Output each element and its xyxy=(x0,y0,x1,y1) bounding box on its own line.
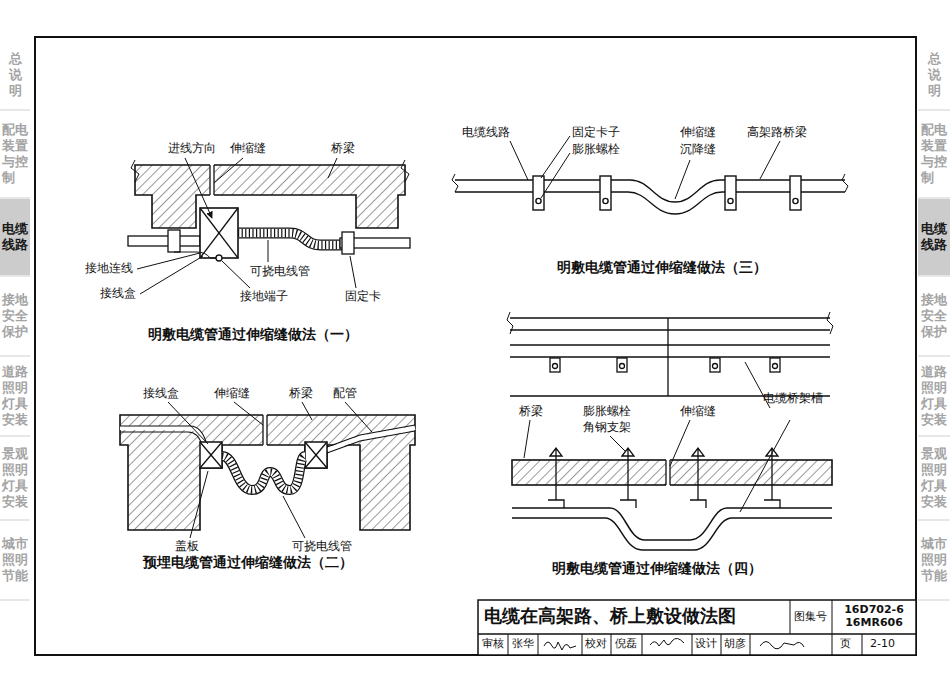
callout-label: 桥梁 xyxy=(519,405,543,419)
section-tab: 电缆线路 xyxy=(0,199,30,275)
section-tab: 接地安全保护 xyxy=(918,277,950,355)
section-tab: 接地安全保护 xyxy=(0,277,30,355)
section-tab: 城市照明节能 xyxy=(918,521,950,599)
section-tab: 道路照明灯具安装 xyxy=(0,357,30,435)
section-tab: 景观照明灯具安装 xyxy=(0,437,30,519)
sheet-frame xyxy=(35,37,916,655)
section-tab: 电缆线路 xyxy=(918,199,950,275)
tab-text: 电缆线路 xyxy=(921,221,947,254)
title-block-cell: 审核 xyxy=(482,638,504,651)
callout-label: 膨胀螺栓 xyxy=(583,405,631,419)
tab-text: 接地安全保护 xyxy=(921,292,947,341)
figure-caption: 明敷电缆管通过伸缩缝做法（四） xyxy=(552,560,762,576)
callout-label: 伸缩缝 xyxy=(230,142,266,156)
callout-label: 接线盒 xyxy=(143,387,179,401)
callout-label: 盖板 xyxy=(175,540,199,554)
title-block-cell: 倪磊 xyxy=(615,638,637,651)
tab-text: 道路照明灯具安装 xyxy=(2,364,28,429)
tab-text: 景观照明灯具安装 xyxy=(2,446,28,511)
title-block-cell: 胡彦 xyxy=(724,638,746,651)
title-block-cell: 图集号 xyxy=(794,611,827,624)
signature xyxy=(544,638,804,650)
callout-label: 伸缩缝 xyxy=(680,126,716,140)
section-tab: 配电装置与控制 xyxy=(918,111,950,197)
callout-label: 电缆线路 xyxy=(462,126,510,140)
title-block-cell: 张华 xyxy=(512,638,534,651)
section-tab: 配电装置与控制 xyxy=(0,111,30,197)
callout-label: 沉降缝 xyxy=(680,143,716,157)
section-tab: 景观照明灯具安装 xyxy=(918,437,950,519)
tab-text: 总说明 xyxy=(928,51,941,100)
callout-label: 角钢支架 xyxy=(583,421,631,435)
callout-label: 固定卡子 xyxy=(572,126,620,140)
callout-label: 桥梁 xyxy=(289,387,313,401)
callout-label: 接地连线 xyxy=(85,262,133,276)
tab-text: 配电装置与控制 xyxy=(2,122,28,187)
callout-label: 配管 xyxy=(333,387,357,401)
section-tab: 总说明 xyxy=(918,41,950,109)
callout-label: 接地端子 xyxy=(240,290,288,304)
tab-text: 城市照明节能 xyxy=(921,536,947,585)
callout-label: 伸缩缝 xyxy=(214,387,250,401)
title-block-cell: 校对 xyxy=(585,638,607,651)
callout-label: 可挠电线管 xyxy=(250,265,310,279)
tab-text: 接地安全保护 xyxy=(2,292,28,341)
callout-label: 桥梁 xyxy=(331,142,355,156)
callout-label: 电缆桥架槽 xyxy=(763,392,823,406)
tab-text: 总说明 xyxy=(9,51,22,100)
callout-label: 接线盒 xyxy=(100,287,136,301)
figure-caption: 预埋电缆管通过伸缩缝做法（二） xyxy=(143,554,353,570)
callout-label: 固定卡 xyxy=(345,290,381,304)
tab-text: 配电装置与控制 xyxy=(921,122,947,187)
title-block-cell: 页 xyxy=(840,638,851,651)
callout-label: 伸缩缝 xyxy=(680,405,716,419)
figure-2 xyxy=(120,402,415,538)
section-tab: 城市照明节能 xyxy=(0,521,30,599)
callout-label: 可挠电线管 xyxy=(292,540,352,554)
figure-4 xyxy=(507,312,833,550)
section-tab: 总说明 xyxy=(0,41,30,109)
section-tab: 道路照明灯具安装 xyxy=(918,357,950,435)
figure-caption: 明敷电缆管通过伸缩缝做法（三） xyxy=(557,259,767,275)
title-block-cell: 设计 xyxy=(695,638,717,651)
title-block-cell: 16D702-6 16MR606 xyxy=(834,603,914,629)
tab-separators xyxy=(0,110,950,600)
title-block-cell: 2-10 xyxy=(870,638,895,651)
tab-text: 道路照明灯具安装 xyxy=(921,364,947,429)
figure-1 xyxy=(128,158,410,294)
callout-label: 进线方向 xyxy=(168,142,216,156)
tab-text: 景观照明灯具安装 xyxy=(921,446,947,511)
callout-label: 高架路桥梁 xyxy=(747,126,807,140)
tab-text: 电缆线路 xyxy=(2,221,28,254)
drawing-title: 电缆在高架路、桥上敷设做法图 xyxy=(484,606,736,627)
figure-caption: 明敷电缆管通过伸缩缝做法（一） xyxy=(148,326,358,342)
figure-3 xyxy=(452,136,848,214)
title-block xyxy=(478,600,916,655)
tab-text: 城市照明节能 xyxy=(2,536,28,585)
callout-label: 膨胀螺栓 xyxy=(572,143,620,157)
